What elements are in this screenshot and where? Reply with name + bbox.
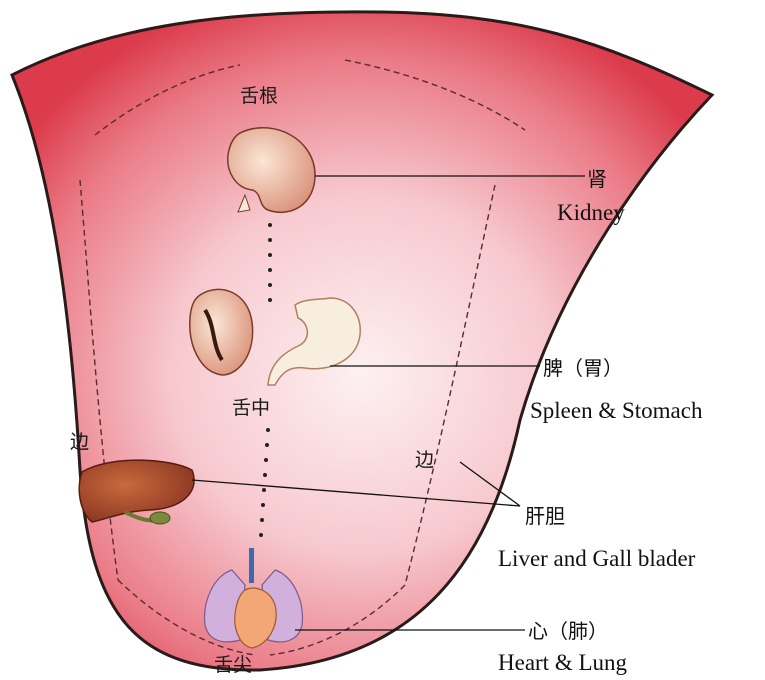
zone-tip-label: 舌尖 — [214, 654, 252, 676]
zone-root-label: 舌根 — [240, 85, 278, 107]
liver-label-en: Liver and Gall blader — [498, 546, 696, 571]
zone-edge-right-label: 边 — [415, 449, 434, 471]
heart-label-zh: 心（肺） — [528, 619, 608, 643]
spleen-label-en: Spleen & Stomach — [530, 398, 703, 423]
kidney-label-zh: 肾 — [587, 167, 607, 191]
zone-middle-label: 舌中 — [232, 397, 270, 419]
kidney-label-en: Kidney — [557, 200, 625, 225]
zone-edge-left-label: 边 — [70, 431, 89, 453]
liver-label-zh: 肝胆 — [525, 504, 565, 528]
heart-label-en: Heart & Lung — [498, 650, 628, 675]
spleen-label-zh: 脾（胃） — [543, 356, 623, 380]
